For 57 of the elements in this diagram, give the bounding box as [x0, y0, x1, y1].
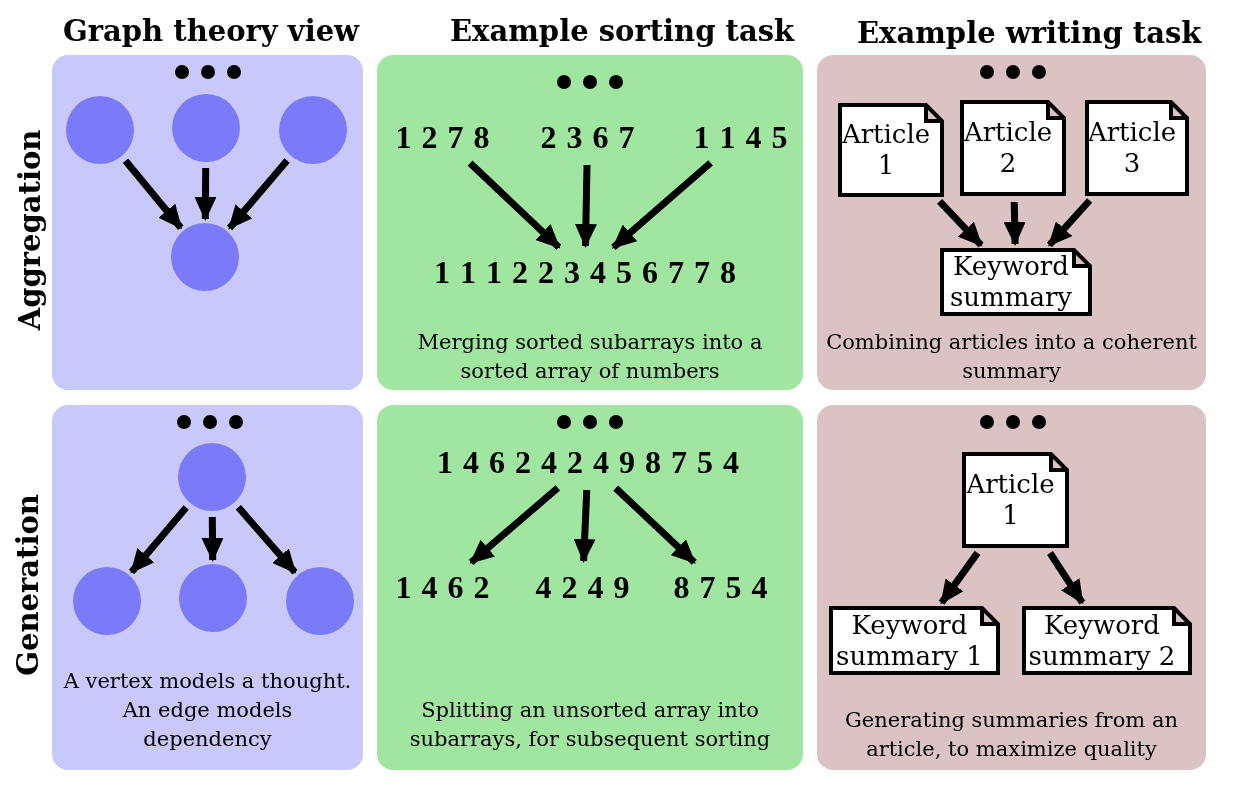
document-text: Article 1 — [965, 469, 1056, 531]
arrow — [937, 199, 984, 248]
number-array: 2 3 6 7 — [530, 115, 645, 159]
panel-caption: Generating summaries from an article, to maximize quality — [844, 707, 1179, 763]
panel-caption: Merging sorted subarrays into a sorted array of numbers — [416, 329, 764, 385]
document-text: Keyword summary 2 — [1027, 609, 1177, 672]
document-text: Article 3 — [1086, 117, 1178, 179]
arrow — [235, 504, 298, 575]
arrow — [1046, 198, 1093, 248]
number-array: 8 7 5 4 — [663, 565, 778, 609]
document-shape — [829, 606, 1000, 675]
panel — [52, 55, 363, 390]
arrow — [1003, 201, 1026, 246]
arrow — [194, 167, 217, 221]
number-array: 1 4 6 2 4 2 4 9 8 7 5 4 — [413, 440, 763, 484]
arrow — [574, 164, 597, 248]
document-shape — [1085, 100, 1189, 196]
row-label: Generation — [10, 494, 45, 676]
panel-caption: Combining articles into a coherent summary — [825, 329, 1198, 385]
arrow — [468, 485, 561, 566]
vertex-circle — [171, 223, 239, 291]
panel — [377, 55, 803, 390]
document-shape — [962, 452, 1069, 548]
document-text: Article 2 — [962, 117, 1054, 179]
column-heading: Graph theory view — [63, 14, 360, 48]
arrow — [226, 158, 290, 231]
panel — [817, 55, 1206, 390]
arrow — [938, 550, 981, 605]
number-array: 1 4 6 2 — [385, 565, 500, 609]
arrow — [128, 505, 189, 575]
arrow — [467, 160, 562, 250]
arrow — [573, 489, 596, 563]
document-shape — [838, 103, 944, 197]
number-array: 1 2 7 8 — [385, 115, 500, 159]
arrow — [122, 158, 184, 230]
vertex-circle — [178, 443, 246, 511]
document-shape — [960, 100, 1066, 196]
arrow — [611, 160, 713, 251]
column-heading: Example writing task — [857, 16, 1202, 50]
arrow — [613, 485, 697, 565]
document-text: Article 1 — [840, 119, 932, 181]
panel — [817, 405, 1206, 770]
panel — [377, 405, 803, 770]
document-text: Keyword summary 1 — [835, 609, 984, 672]
number-array: 4 2 4 9 — [525, 565, 640, 609]
panel-caption: Splitting an unsorted array into subarrays, for subsequent sorting — [408, 697, 772, 753]
document-shape — [940, 248, 1092, 316]
panel-caption: A vertex models a thought. An edge models dependency — [62, 668, 353, 753]
arrow — [1047, 551, 1086, 605]
document-text: Keyword summary — [949, 251, 1073, 313]
column-heading: Example sorting task — [450, 14, 795, 48]
row-label: Aggregation — [12, 129, 47, 331]
number-array: 1 1 4 5 — [683, 115, 798, 159]
arrow — [201, 516, 224, 562]
document-shape — [1022, 606, 1192, 675]
number-array: 1 1 1 2 2 3 4 5 6 7 7 8 — [410, 250, 760, 294]
panel — [52, 405, 363, 770]
